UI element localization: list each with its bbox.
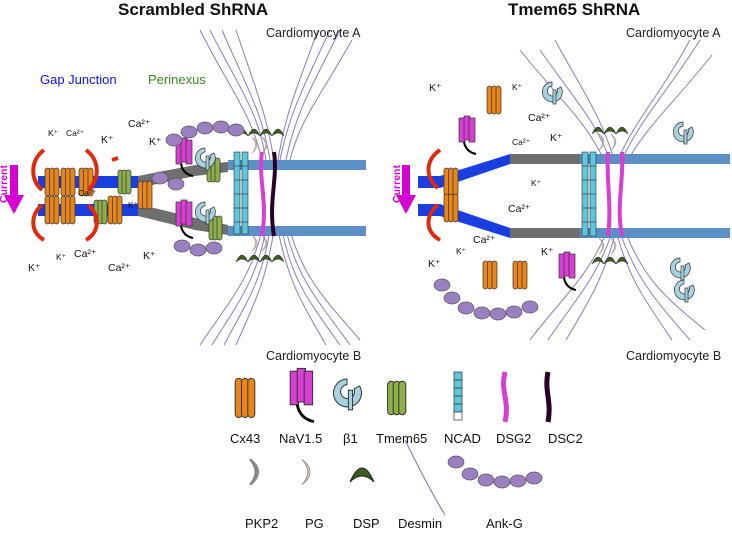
desmosome-right: [591, 126, 629, 265]
legend-b1: β1: [343, 431, 358, 446]
legend-ankg-icon: [447, 455, 543, 489]
current-arrow-right: [396, 165, 416, 214]
ion-k: K⁺: [456, 246, 467, 256]
legend-dsg2-icon: [501, 371, 509, 423]
desmin-fibers-left: [199, 29, 361, 346]
legend-icons: [234, 366, 552, 516]
current-arrows-left: [31, 148, 119, 242]
ion-k: K⁺: [149, 136, 162, 148]
ion-k: K⁺: [531, 178, 542, 188]
membrane-top-left: [228, 160, 366, 170]
ion-k: K⁺: [101, 134, 114, 146]
ncad-stack-left: [233, 151, 249, 235]
ion-k: K⁺: [428, 258, 441, 270]
legend-desmin-icon: [404, 439, 446, 516]
legend-dsg2: DSG2: [496, 431, 532, 446]
desmin-fibers-right: [519, 39, 713, 341]
legend-dsc2-icon: [544, 371, 552, 423]
legend-pg: PG: [305, 516, 324, 531]
current-arrows-right: [426, 148, 442, 242]
current-arrow-left: [4, 165, 24, 214]
panel-title-scrambled: Scrambled ShRNA: [118, 0, 269, 19]
current-label-right: Current: [390, 165, 403, 203]
ion-ca: Ca²⁺: [128, 118, 151, 130]
cardiomyocyte-a-left: Cardiomyocyte A: [266, 26, 361, 40]
legend-ankg: Ank-G: [486, 516, 523, 531]
ion-ca: Ca²⁺: [74, 248, 97, 260]
legend-tmem65: Tmem65: [376, 431, 428, 446]
ion-ca: Ca²⁺: [528, 112, 551, 124]
ion-ca: Ca²⁺: [66, 128, 85, 138]
desmosome-left: [235, 128, 285, 263]
ion-k: K⁺: [128, 200, 139, 210]
ion-k: K⁺: [512, 82, 523, 92]
ion-k: K⁺: [143, 250, 156, 262]
legend-dsc2: DSC2: [548, 431, 583, 446]
current-label-left: Current: [0, 165, 10, 203]
tmem65-panel: [396, 39, 730, 341]
ion-k: K⁺: [56, 252, 67, 262]
ion-k: K⁺: [28, 262, 41, 274]
cardiomyocyte-a-right: Cardiomyocyte A: [626, 26, 721, 40]
cardiomyocyte-b-left: Cardiomyocyte B: [266, 349, 362, 363]
cx43-right: [443, 85, 528, 290]
ion-k: K⁺: [541, 246, 554, 258]
panel-title-tmem65: Tmem65 ShRNA: [508, 0, 641, 19]
ion-ca: Ca²⁺: [473, 234, 496, 246]
ion-k: K⁺: [550, 132, 563, 144]
legend-pkp2: PKP2: [245, 516, 279, 531]
cardiomyocyte-b-right: Cardiomyocyte B: [626, 349, 722, 363]
ion-k: K⁺: [48, 128, 59, 138]
beta1-left: [194, 147, 216, 225]
ncad-stack-right: [581, 151, 597, 237]
legend-nav15: NaV1.5: [279, 431, 323, 446]
ion-ca: Ca²⁺: [508, 203, 531, 215]
ion-ca: Ca²⁺: [108, 262, 131, 274]
ion-ca: Ca²⁺: [512, 137, 531, 147]
ion-k: K⁺: [429, 82, 442, 94]
legend-ncad: NCAD: [444, 431, 481, 446]
legend-cx43: Cx43: [230, 431, 261, 446]
perinexus-label: Perinexus: [148, 72, 206, 87]
legend-desmin: Desmin: [398, 516, 443, 531]
legend-ncad-icon: [453, 371, 463, 421]
legend-dsp: DSP: [353, 516, 380, 531]
scrambled-panel: [4, 29, 366, 346]
membrane-bottom-left: [228, 226, 366, 236]
gap-junction-label: Gap Junction: [40, 72, 117, 87]
ion-ca: Ca²⁺: [78, 188, 97, 198]
